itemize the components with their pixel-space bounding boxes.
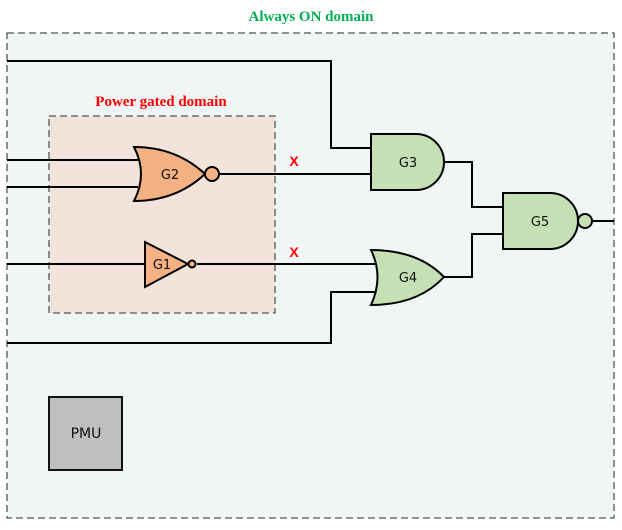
x-mark-g1-output: X <box>289 244 299 260</box>
power-gated-domain-box <box>48 115 276 314</box>
or-gate-body <box>369 248 446 307</box>
power-gated-domain-label: Power gated domain <box>95 94 227 110</box>
pmu-block: PMU <box>48 396 123 471</box>
nor-gate-body <box>132 145 207 203</box>
gate-label-g5: G5 <box>531 215 549 230</box>
wire-bottom-input-to-g4 <box>7 291 377 344</box>
gate-g1-not: G1 <box>144 240 197 289</box>
gate-label-g3: G3 <box>399 156 417 171</box>
gate-label-g1: G1 <box>153 258 171 273</box>
gate-g2-nor: G2 <box>132 145 220 203</box>
gate-g4-or: G4 <box>369 248 446 307</box>
always-on-domain-label: Always ON domain <box>248 9 374 25</box>
pmu-label: PMU <box>71 426 102 442</box>
wire-g4-to-g5 <box>444 233 503 278</box>
gate-label-g4: G4 <box>399 271 417 286</box>
inversion-bubble <box>577 213 593 229</box>
wire-g3-to-g5 <box>444 161 503 208</box>
pmu-box <box>48 396 123 471</box>
wire-top-input-to-g3 <box>7 60 372 149</box>
gate-g3-and: G3 <box>370 133 445 191</box>
not-gate-body <box>144 240 191 289</box>
gate-g5-nand: G5 <box>502 192 593 250</box>
inversion-bubble <box>187 259 197 269</box>
gate-label-g2: G2 <box>161 168 179 183</box>
inversion-bubble <box>204 166 220 182</box>
and-gate-body <box>370 133 445 191</box>
x-mark-g2-output: X <box>289 153 299 169</box>
